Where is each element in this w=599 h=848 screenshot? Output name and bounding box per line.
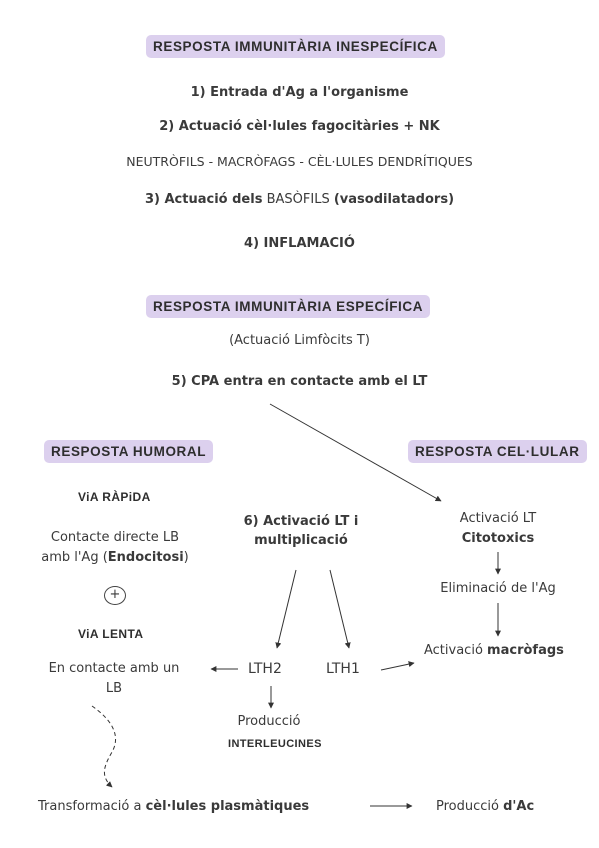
produccio-ac-bold: d'Ac	[503, 799, 535, 814]
rapida-line-1: Contacte directe LB	[50, 530, 180, 545]
via-lenta: ViA LENTA	[78, 627, 144, 641]
eliminacio-ag: Eliminació de l'Ag	[440, 581, 556, 596]
arrow-cpa-to-citotoxics	[269, 403, 442, 502]
step-4: 4) INFLAMACIÓ	[244, 236, 355, 251]
interleucines-label: INTERLEUCINES	[228, 738, 322, 750]
plus-circle-icon: +	[104, 586, 126, 605]
rapida-line-2-post: )	[183, 550, 189, 565]
lenta-line-2: LB	[105, 681, 123, 696]
arrow-lb-to-transformacio	[91, 705, 116, 788]
heading-cellular: RESPOSTA CEL·LULAR	[408, 440, 587, 463]
step-3-post: (vasodilatadors)	[333, 192, 455, 207]
transformacio-pre: Transformació a	[38, 799, 142, 814]
especifica-note: (Actuació Limfòcits T)	[229, 333, 370, 348]
activacio-macrofags-pre: Activació	[424, 643, 483, 658]
activacio-lt: Activació LT	[459, 511, 537, 526]
step-5: 5) CPA entra en contacte amb el LT	[171, 374, 428, 389]
produccio-ac: Producció d'Ac	[436, 798, 534, 815]
cells-list: NEUTRÒFILS - MACRÒFAGS - CÈL·LULES DENDR…	[126, 154, 473, 169]
step-6-line-2: multiplicació	[254, 533, 348, 548]
step-3-pre: 3) Actuació dels	[144, 192, 263, 207]
citotoxics: Citotoxics	[461, 531, 535, 546]
lenta-line-1: En contacte amb un	[48, 661, 180, 676]
rapida-endocitosi: Endocitosi	[107, 550, 184, 565]
arrow-to-lth1	[329, 569, 351, 649]
activacio-macrofags-bold: macròfags	[487, 643, 564, 658]
step-3-basofils: BASÒFILS	[266, 192, 330, 207]
heading-humoral: RESPOSTA HUMORAL	[44, 440, 214, 463]
lth1-label: LTH1	[326, 661, 360, 677]
heading-especifica: RESPOSTA IMMUNITÀRIA ESPECÍFICA	[146, 295, 431, 318]
lth2-label: LTH2	[248, 661, 282, 677]
step-3: 3) Actuació dels BASÒFILS (vasodilatador…	[0, 191, 599, 208]
activacio-macrofags: Activació macròfags	[424, 642, 564, 659]
arrow-to-lth2	[275, 569, 297, 649]
transformacio-cells: cèl·lules plasmàtiques	[145, 799, 310, 814]
produccio-ac-pre: Producció	[436, 799, 499, 814]
step-2: 2) Actuació cèl·lules fagocitàries + NK	[159, 119, 440, 134]
step-6-line-1: 6) Activació LT i	[243, 514, 359, 529]
arrow-lth1-to-macrofags	[380, 661, 415, 671]
via-rapida: ViA RÀPiDA	[78, 490, 151, 504]
rapida-line-2: amb l'Ag (Endocitosi)	[10, 549, 220, 566]
heading-inespecifica: RESPOSTA IMMUNITÀRIA INESPECÍFICA	[146, 35, 445, 58]
rapida-line-2-pre: amb l'Ag (	[41, 550, 108, 565]
transformacio: Transformació a cèl·lules plasmàtiques	[38, 798, 309, 815]
step-1: 1) Entrada d'Ag a l'organisme	[190, 85, 409, 100]
produccio-label: Producció	[237, 714, 301, 729]
